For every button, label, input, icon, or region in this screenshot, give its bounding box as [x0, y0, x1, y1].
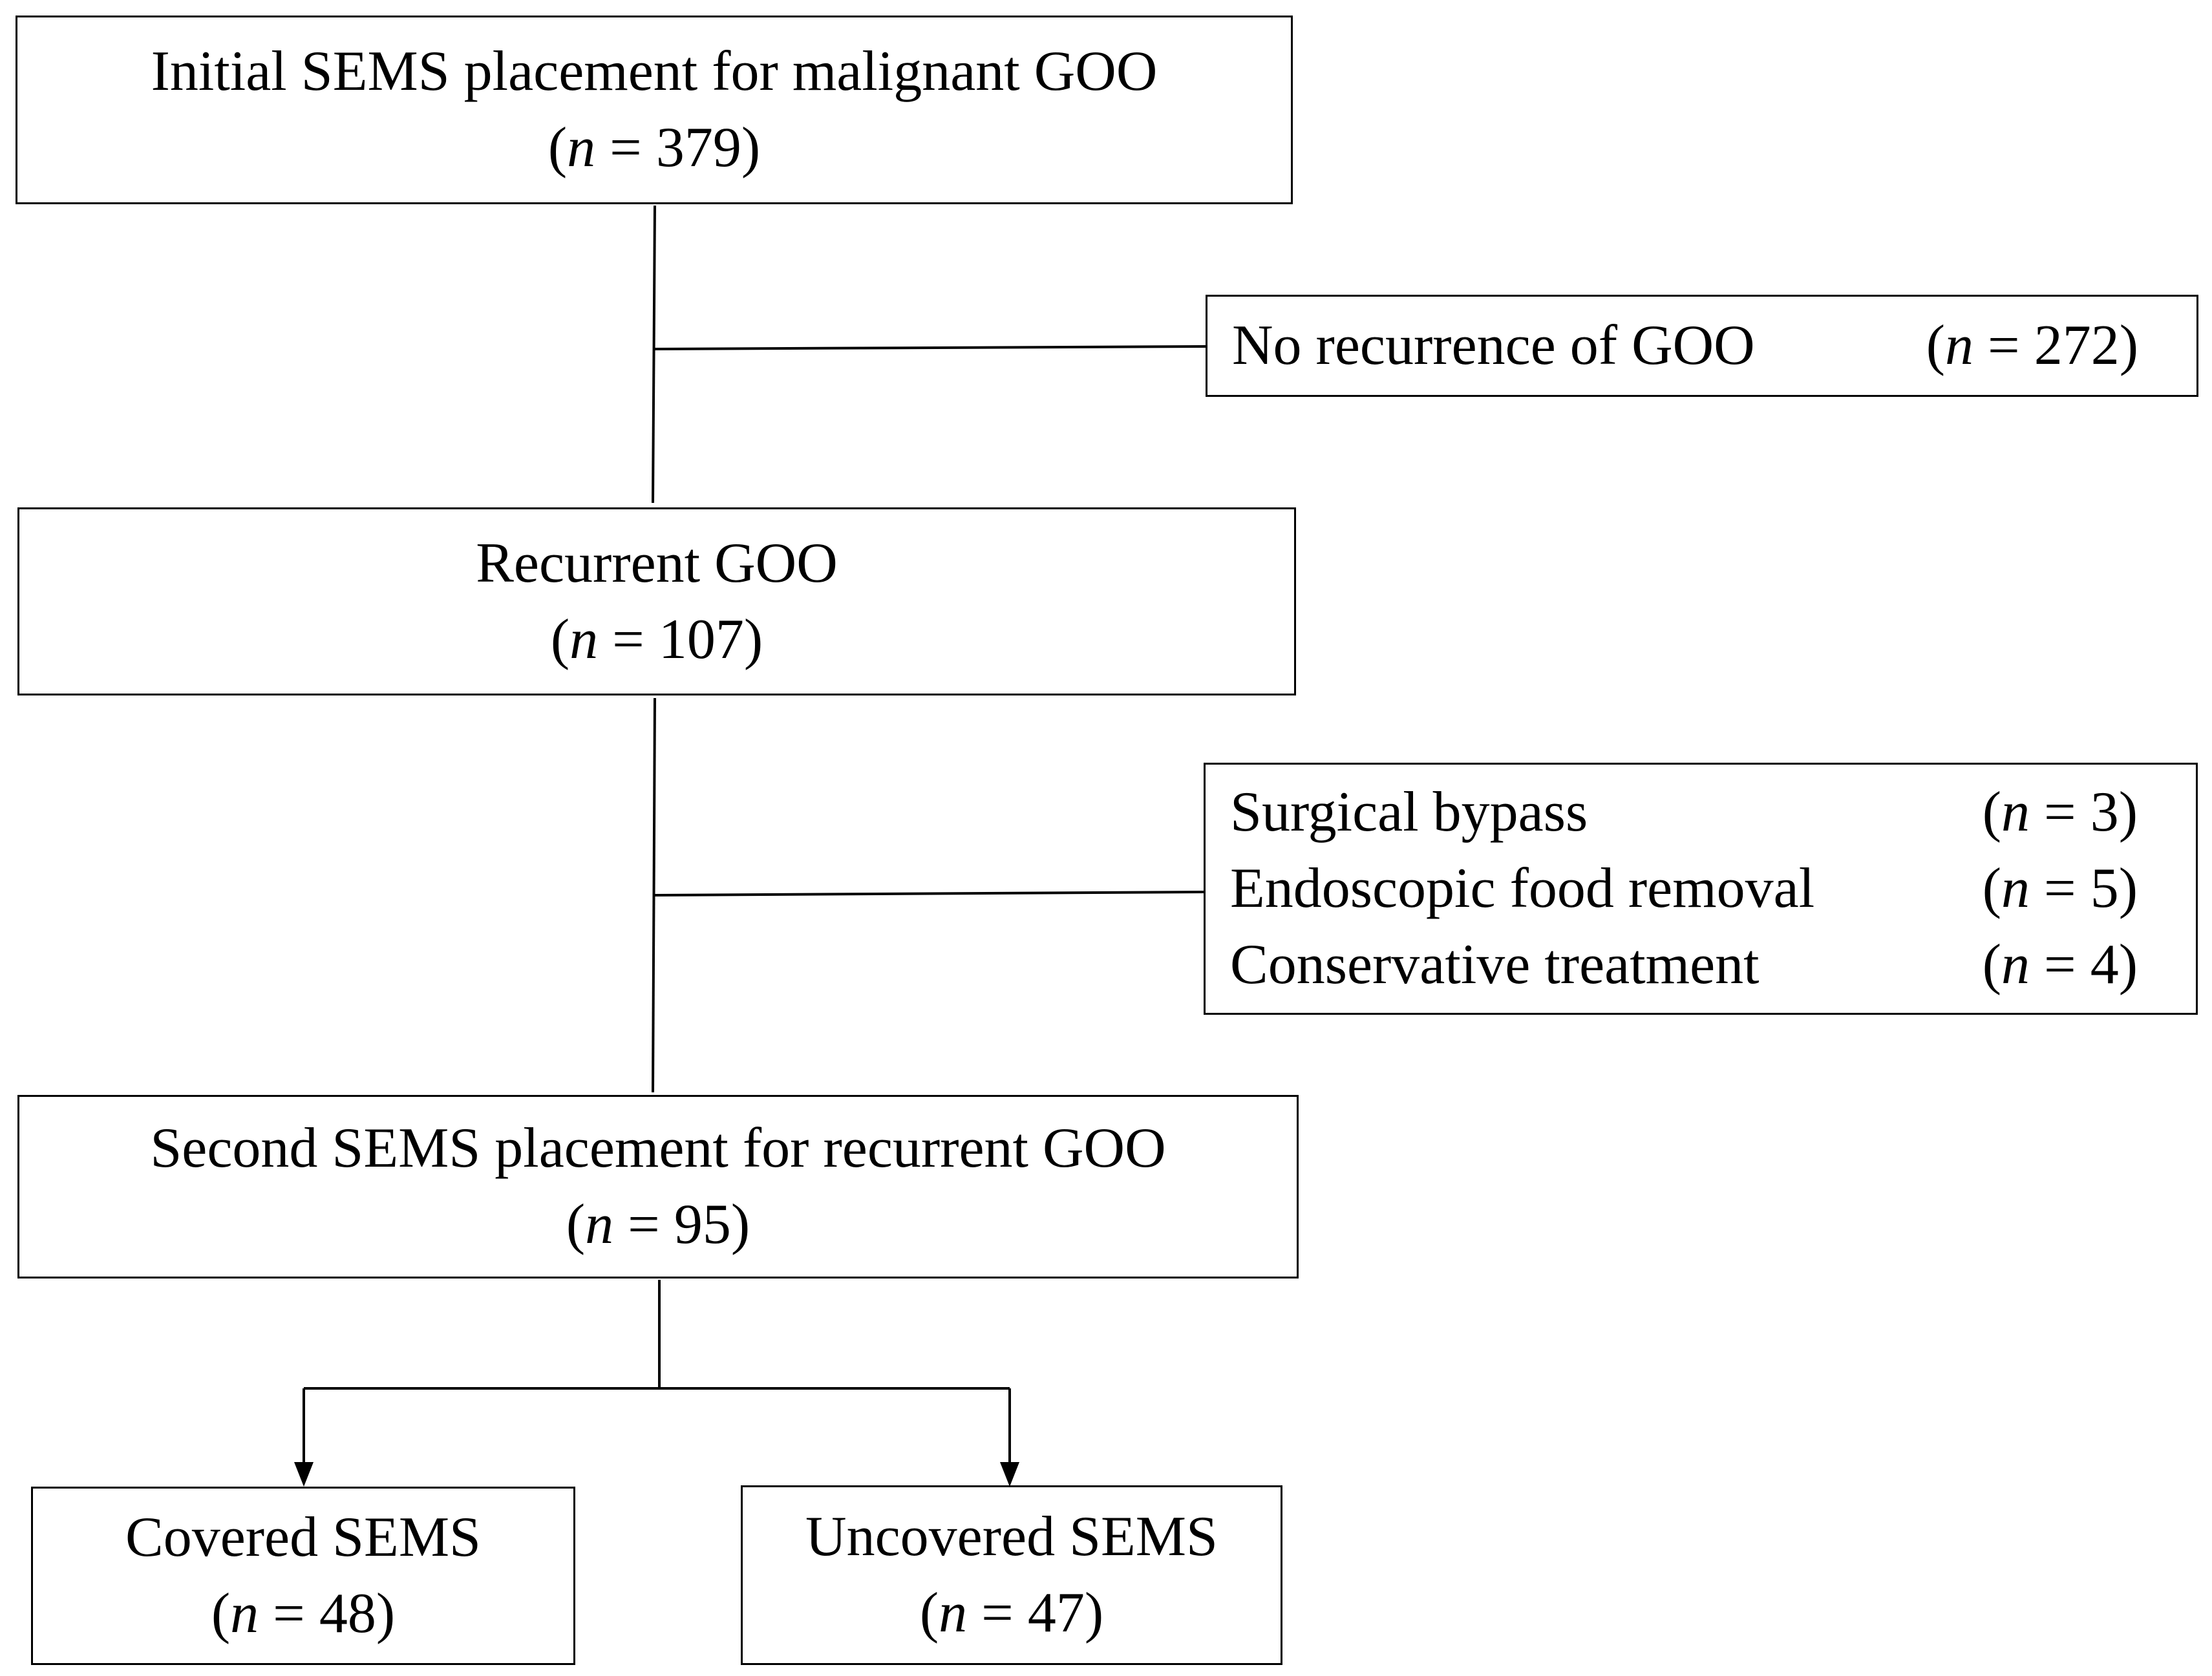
treatment-count: (n = 4) [1982, 933, 2138, 996]
box-second-sems: Second SEMS placement for recurrent GOO … [17, 1095, 1299, 1278]
box-count: (n = 48) [211, 1582, 396, 1645]
box-title: Covered SEMS [125, 1506, 481, 1569]
box-title: No recurrence of GOO [1232, 314, 1755, 377]
box-count: (n = 47) [919, 1582, 1104, 1644]
box-covered-sems: Covered SEMS (n = 48) [31, 1487, 575, 1665]
treatment-label: Conservative treatment [1230, 933, 1760, 996]
treatment-count: (n = 3) [1982, 781, 2138, 843]
box-title: Uncovered SEMS [805, 1505, 1218, 1568]
connector-branch-other-treatments [654, 891, 1204, 896]
treatment-label: Surgical bypass [1230, 781, 1588, 843]
box-count: (n = 107) [550, 608, 763, 671]
connector-initial-to-recurrent [652, 205, 656, 504]
box-title: Recurrent GOO [476, 531, 838, 595]
box-uncovered-sems: Uncovered SEMS (n = 47) [741, 1485, 1282, 1665]
connector-recurrent-to-second [652, 697, 656, 1093]
box-title: Second SEMS placement for recurrent GOO [150, 1117, 1166, 1180]
box-row: No recurrence of GOO (n = 272) [1232, 308, 2138, 384]
box-initial-sems: Initial SEMS placement for malignant GOO… [16, 16, 1293, 204]
box-count: (n = 379) [548, 116, 761, 179]
treatment-label: Endoscopic food removal [1230, 857, 1815, 920]
treatment-row-conservative-treatment: Conservative treatment (n = 4) [1230, 927, 2138, 1003]
connector-branch-no-recurrence [654, 345, 1206, 350]
treatment-count: (n = 5) [1982, 857, 2138, 920]
box-count: (n = 95) [566, 1193, 750, 1256]
box-count: (n = 272) [1926, 314, 2138, 377]
arrowhead-uncovered [1000, 1462, 1019, 1487]
box-recurrent-goo: Recurrent GOO (n = 107) [17, 507, 1296, 695]
box-title: Initial SEMS placement for malignant GOO [151, 40, 1158, 103]
arrowhead-covered [294, 1462, 314, 1487]
box-no-recurrence: No recurrence of GOO (n = 272) [1206, 295, 2198, 397]
box-other-treatments: Surgical bypass (n = 3) Endoscopic food … [1204, 763, 2198, 1015]
treatment-row-endoscopic-food-removal: Endoscopic food removal (n = 5) [1230, 851, 2138, 927]
treatment-row-surgical-bypass: Surgical bypass (n = 3) [1230, 774, 2138, 851]
